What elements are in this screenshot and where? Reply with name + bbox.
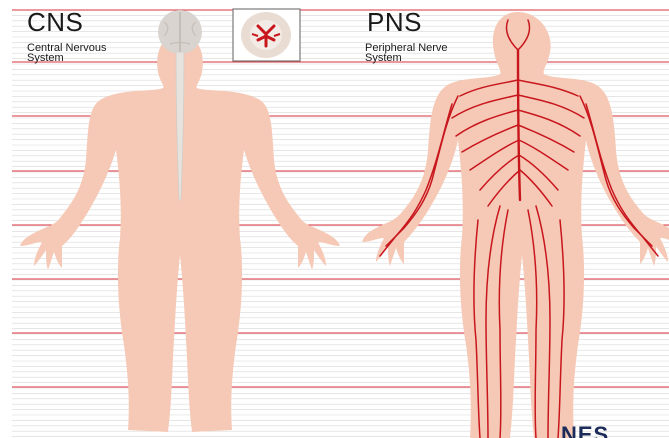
spinal-cross-section-inset (233, 9, 300, 61)
pns-subtitle-line-2: System (365, 53, 505, 63)
cns-figure (20, 10, 340, 432)
pns-subtitle: Peripheral Nerve System (365, 43, 505, 63)
corner-logo-text: NES (561, 424, 609, 438)
cns-subtitle: Central Nervous System (27, 43, 157, 63)
brain-shape (158, 10, 202, 54)
cns-subtitle-line-2: System (27, 53, 157, 63)
cns-title: CNS (27, 9, 83, 35)
pns-title: PNS (367, 9, 422, 35)
